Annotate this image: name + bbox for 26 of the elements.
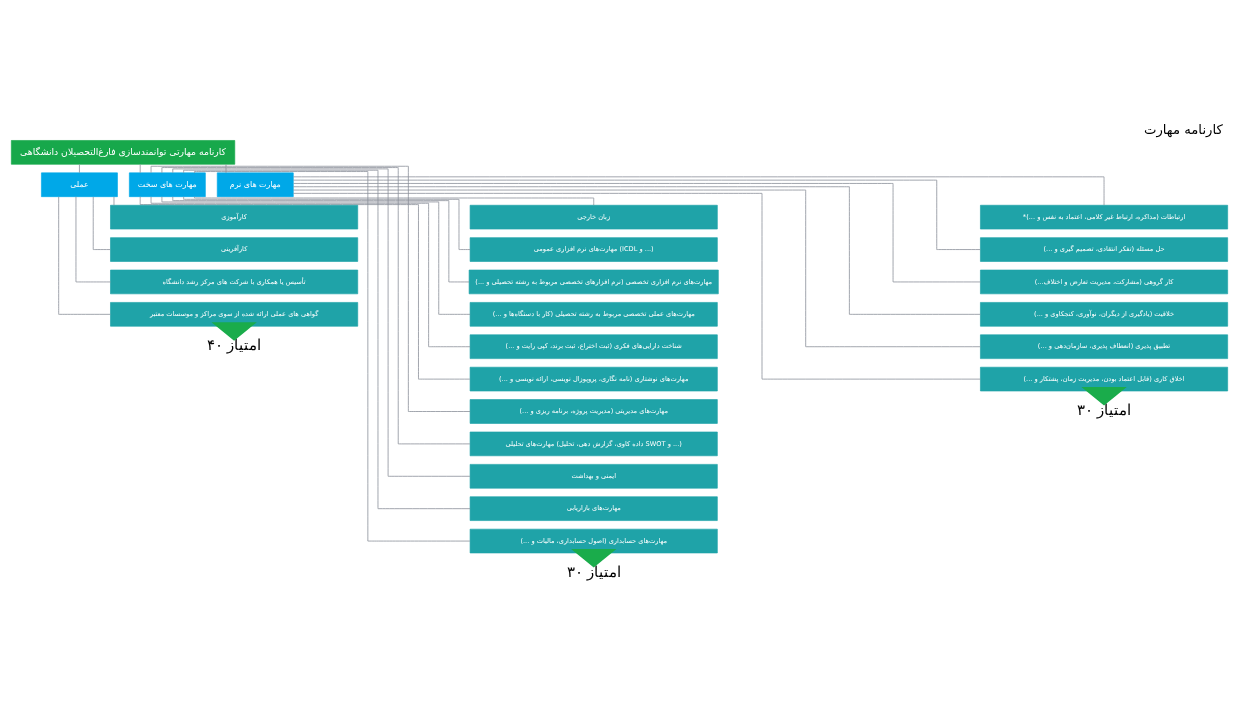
- arrow: [211, 322, 257, 341]
- connector: [150, 196, 471, 348]
- connector: [75, 196, 111, 283]
- node-text: ۳۰ امتیاز: [1077, 402, 1131, 419]
- connector: [292, 179, 981, 250]
- connector: [194, 196, 595, 206]
- connector: [161, 196, 471, 315]
- connector: [293, 183, 981, 283]
- connector: [58, 196, 111, 315]
- connector: [92, 196, 111, 250]
- connector: [183, 196, 471, 250]
- connector: [292, 186, 981, 315]
- connector: [172, 196, 470, 283]
- diagram-title: کارنامه مهارت: [1143, 121, 1223, 137]
- connector: [113, 196, 115, 206]
- connector: [293, 176, 1105, 206]
- connector: [292, 192, 981, 380]
- connector: [292, 189, 981, 348]
- connector: [79, 164, 80, 174]
- arrow: [571, 548, 617, 568]
- connector: [139, 196, 471, 380]
- node-box: کارنامه مهارتی توانمندسازی فارغ‌التحصیلان دانشگاهی: [11, 140, 236, 165]
- arrow: [1081, 386, 1127, 406]
- node-text: ۴۰ امتیاز: [207, 337, 261, 354]
- connector: [139, 164, 141, 174]
- node-text: ۳۰ امتیاز: [566, 564, 621, 581]
